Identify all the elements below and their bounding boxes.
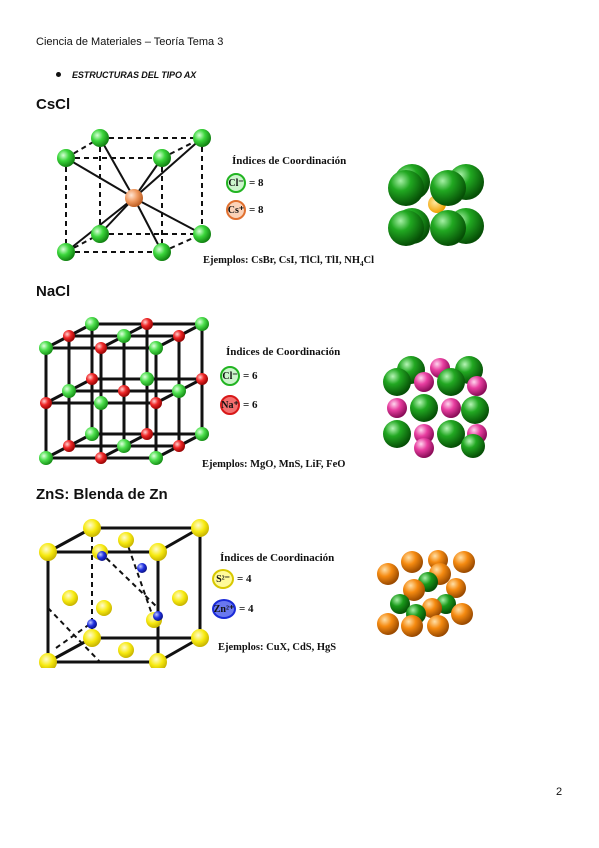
zns-ion1-row: S²⁻ = 4 (212, 569, 252, 589)
cscl-ion2-row: Cs⁺ = 8 (226, 200, 264, 220)
section-title-cscl: CsCl (36, 96, 71, 113)
cscl-unit-cell-diagram (57, 129, 211, 261)
zns-coordination-title: Índices de Coordinación (220, 552, 335, 564)
page-header: Ciencia de Materiales – Teoría Tema 3 (36, 36, 224, 48)
section-title-zns: ZnS: Blenda de Zn (36, 486, 168, 503)
cscl-packing-model (388, 164, 484, 246)
nacl-unit-cell-diagram (39, 317, 209, 465)
nacl-ion2-value: = 6 (243, 399, 258, 411)
bullet-item: ESTRUCTURAS DEL TIPO AX (56, 70, 197, 80)
zns-ion2-value: = 4 (239, 603, 254, 615)
section-title-nacl: NaCl (36, 283, 71, 300)
nacl-ion2-row: Na⁺ = 6 (220, 395, 258, 415)
cscl-ion1-value: = 8 (249, 177, 264, 189)
sodium-ion-icon: Na⁺ (220, 395, 240, 415)
cesium-ion-icon: Cs⁺ (226, 200, 246, 220)
cscl-ion2-value: = 8 (249, 204, 264, 216)
zinc-ion-icon: Zn²⁺ (212, 599, 236, 619)
chloride-ion-icon: Cl⁻ (226, 173, 246, 193)
cscl-coordination-title: Índices de Coordinación (232, 155, 347, 167)
chloride-ion-icon: Cl⁻ (220, 366, 240, 386)
sulfide-ion-icon: S²⁻ (212, 569, 234, 589)
nacl-ion1-row: Cl⁻ = 6 (220, 366, 258, 386)
zns-ion1-value: = 4 (237, 573, 252, 585)
cscl-examples: Ejemplos: CsBr, CsI, TlCl, TlI, NH4Cl (203, 255, 375, 269)
nacl-examples: Ejemplos: MgO, MnS, LiF, FeO (202, 459, 346, 470)
bullet-dot (56, 72, 61, 77)
zns-packing-model (377, 550, 475, 637)
bullet-text: ESTRUCTURAS DEL TIPO AX (72, 70, 197, 80)
zns-ion2-row: Zn²⁺ = 4 (212, 599, 254, 619)
zns-examples: Ejemplos: CuX, CdS, HgS (218, 642, 337, 653)
zns-unit-cell-diagram (39, 519, 209, 668)
nacl-packing-model (383, 356, 489, 458)
cscl-ion1-row: Cl⁻ = 8 (226, 173, 264, 193)
nacl-ion1-value: = 6 (243, 370, 258, 382)
nacl-coordination-title: Índices de Coordinación (226, 346, 341, 358)
page-number: 2 (556, 786, 563, 798)
